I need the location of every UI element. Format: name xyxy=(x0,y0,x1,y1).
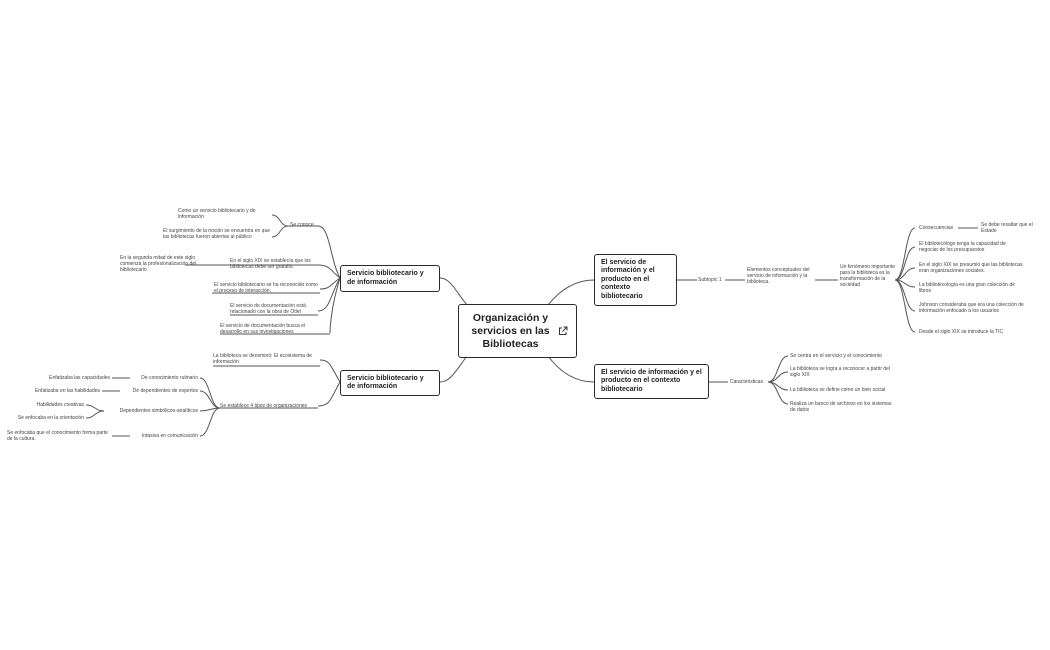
link-lt-seconoce xyxy=(317,225,341,279)
rt-consecuencias-child[interactable]: Se debe resaltar que el Estado xyxy=(981,222,1033,234)
rt-consecuencias[interactable]: Consecuencias xyxy=(919,225,954,231)
lb-ecosistema[interactable]: La biblioteca se denominó: El ecosistema… xyxy=(213,353,312,365)
central-topic[interactable]: Organización y servicios en las Bibliote… xyxy=(458,304,577,358)
external-link-icon[interactable] xyxy=(558,326,568,336)
lb-tipo-3[interactable]: Dependientes simbólicos-analíticos xyxy=(119,408,198,414)
rt-subtopic[interactable]: Subtopic 1 xyxy=(698,277,722,283)
lb-tipo-2[interactable]: De dependientes de expertos xyxy=(132,388,198,394)
topic-left-top[interactable]: Servicio bibliotecario y de información xyxy=(340,265,440,292)
topic-left-top-title: Servicio bibliotecario y de información xyxy=(347,270,424,286)
lb-tipo-3-child-1[interactable]: Habilidades creativas xyxy=(36,402,84,408)
rb-item-1[interactable]: Se centra en el servicio y el conocimien… xyxy=(790,353,882,359)
rb-caracteristicas[interactable]: Caracteristicas xyxy=(730,379,764,385)
lb-tipo-1[interactable]: De conocimiento rutinario xyxy=(141,375,198,381)
rt-item-5[interactable]: Desde el siglo XIX se introduce la TIC xyxy=(919,329,1004,335)
link-central-right-bottom xyxy=(547,355,595,383)
lt-se-conoce-child-2[interactable]: El surgimiento de la noción se encuentra… xyxy=(163,228,271,240)
link-lt-sigloxix xyxy=(317,264,341,279)
rt-fenomeno[interactable]: Un fenómeno importante para la bibliotec… xyxy=(840,264,896,288)
lb-tipos[interactable]: Se establece 4 tipos de organizaciones xyxy=(220,403,308,409)
lt-siglo-xix[interactable]: En el siglo XIX se establecía que los bi… xyxy=(230,258,311,270)
topic-right-bottom[interactable]: El servicio de información y el producto… xyxy=(594,364,709,399)
topic-right-bottom-title: El servicio de información y el producto… xyxy=(601,368,702,393)
rb-item-2[interactable]: La biblioteca se logra a reconocer a par… xyxy=(790,366,891,378)
link-central-left-bottom xyxy=(439,355,468,383)
link-lt-reconocido xyxy=(319,277,341,290)
link-lb-tipos xyxy=(317,381,341,407)
rt-item-1[interactable]: El bibliotecólogo tenga la capacidad de … xyxy=(919,241,1006,253)
topic-left-bottom-title: Servicio bibliotecario y de información xyxy=(347,374,424,391)
lt-other-2[interactable]: El servicio de documentación está relaci… xyxy=(230,303,306,315)
rt-elementos[interactable]: Elementos conceptuales del servicio de i… xyxy=(747,267,810,285)
lt-se-conoce-child-1[interactable]: Como un servicio bibliotecario y de info… xyxy=(178,208,256,220)
link-lb-ecosistema xyxy=(319,359,341,383)
link-lt-otlet xyxy=(317,277,341,312)
lt-siglo-xix-child[interactable]: En la segunda mitad de este siglo comien… xyxy=(120,255,197,273)
lt-se-conoce[interactable]: Se conoce xyxy=(290,222,314,228)
rt-item-4[interactable]: Johnson consideraba que era una colecció… xyxy=(919,302,1024,314)
topic-right-top[interactable]: El servicio de información y el producto… xyxy=(594,254,677,306)
lt-other-1[interactable]: El servicio bibliotecario se ha reconoci… xyxy=(214,282,318,294)
lb-tipo-3-child-2[interactable]: Se enfocaba en la orientación xyxy=(17,415,84,421)
rt-item-3[interactable]: La bibliotecología es una gran colección… xyxy=(919,282,1015,294)
link-central-left-top xyxy=(439,277,468,306)
lt-other-3[interactable]: El servicio de documentación busca el de… xyxy=(220,323,306,335)
link-lt-desarrollo xyxy=(329,277,341,334)
topic-right-top-title: El servicio de información y el producto… xyxy=(601,258,655,300)
rb-item-4[interactable]: Realiza un banco de archivos en los sist… xyxy=(790,401,892,413)
lb-tipo-1-child[interactable]: Enfatizaba las capacidades xyxy=(49,375,110,381)
topic-left-bottom[interactable]: Servicio bibliotecario y de información xyxy=(340,370,440,396)
lb-tipo-4-child[interactable]: Se enfocaba que el conocimiento forma pa… xyxy=(7,430,108,442)
link-central-right-top xyxy=(547,279,595,306)
lb-tipo-2-child[interactable]: Enfatizaba en las habilidades xyxy=(34,388,100,394)
rt-item-2[interactable]: En el siglo XIX se presumió que las bibl… xyxy=(919,262,1023,274)
rb-item-3[interactable]: La biblioteca se define como un bien soc… xyxy=(790,387,886,393)
lb-tipo-4[interactable]: Intasiva en comunicación xyxy=(141,433,198,439)
central-topic-title: Organización y servicios en las Bibliote… xyxy=(471,311,550,350)
